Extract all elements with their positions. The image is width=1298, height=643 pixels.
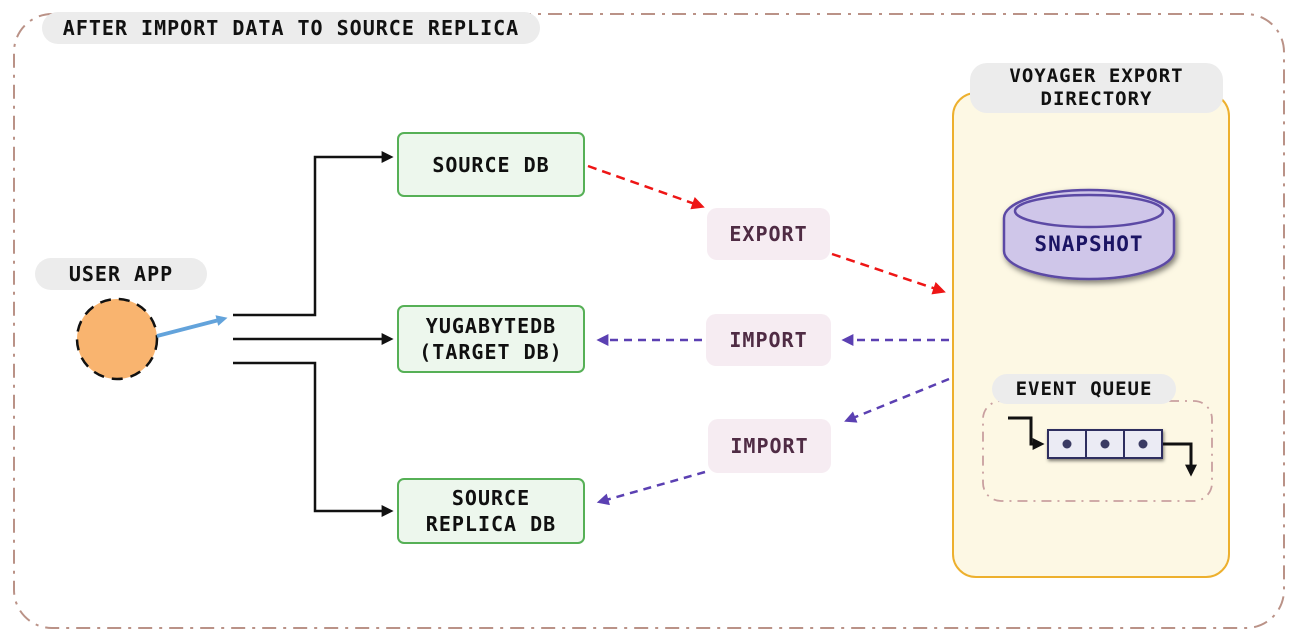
source-db-node: SOURCE DB <box>397 132 585 197</box>
import-to-target-step-label: IMPORT <box>706 314 831 366</box>
user-app-label: USER APP <box>35 258 207 290</box>
voyager-export-directory-container <box>952 92 1230 578</box>
export-arrow-sourcedb-to-export <box>587 164 705 210</box>
source-replica-db-label-line1: SOURCE <box>451 486 531 510</box>
source-replica-db-node: SOURCE REPLICA DB <box>397 478 585 544</box>
import-arrow-voyager-to-import2 <box>844 377 950 423</box>
event-queue-label-text: EVENT QUEUE <box>1015 378 1153 400</box>
source-db-label: SOURCE DB <box>432 152 550 177</box>
export-step-label: EXPORT <box>707 208 830 260</box>
voyager-export-directory-label: VOYAGER EXPORT DIRECTORY <box>970 63 1223 113</box>
voyager-label-line2: DIRECTORY <box>1040 88 1153 110</box>
import-to-replica-step-label: IMPORT <box>708 419 831 473</box>
source-replica-db-label-line2: REPLICA DB <box>425 512 557 536</box>
snapshot-label-text: SNAPSHOT <box>1034 232 1144 256</box>
connector-to-source-replica-db <box>233 361 394 517</box>
diagram-title-text: AFTER IMPORT DATA TO SOURCE REPLICA <box>62 16 520 40</box>
target-db-node: YUGABYTEDB (TARGET DB) <box>397 305 585 373</box>
export-step-text: EXPORT <box>729 222 808 246</box>
voyager-label-line1: VOYAGER EXPORT <box>1009 64 1184 87</box>
import-to-replica-text: IMPORT <box>730 434 809 458</box>
target-db-label-line1: YUGABYTEDB <box>425 314 557 338</box>
import-arrow-import2-to-replicadb <box>596 470 706 506</box>
event-queue-label: EVENT QUEUE <box>992 374 1176 404</box>
connector-to-source-db <box>233 151 394 317</box>
user-app-label-text: USER APP <box>68 262 174 286</box>
user-app-arrow <box>156 315 228 338</box>
export-arrow-export-to-voyager <box>831 252 946 295</box>
target-db-label-line2: (TARGET DB) <box>419 340 563 364</box>
diagram-title: AFTER IMPORT DATA TO SOURCE REPLICA <box>42 12 540 44</box>
snapshot-label: SNAPSHOT <box>1019 231 1159 257</box>
import-to-target-text: IMPORT <box>729 328 808 352</box>
user-app-circle <box>75 297 159 381</box>
